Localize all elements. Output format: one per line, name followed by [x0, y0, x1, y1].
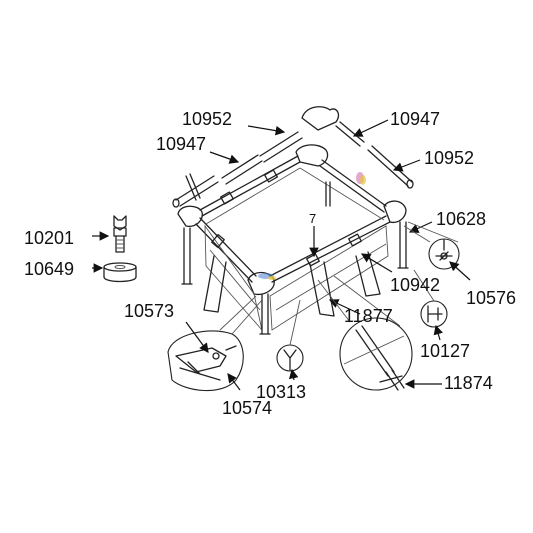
- label-10201: 10201: [24, 228, 75, 248]
- detail-lens-10576: [428, 238, 460, 270]
- seal-10649-drawing: [103, 262, 137, 283]
- label-10127: 10127: [420, 341, 471, 361]
- label-10313: 10313: [256, 382, 307, 402]
- label-10947-left: 10947: [156, 134, 207, 154]
- exploded-top-rails: [172, 106, 414, 208]
- detail-lens-11877: [339, 317, 413, 391]
- label-10574: 10574: [222, 398, 273, 418]
- label-11874: 11874: [444, 373, 493, 393]
- leader-lines: [92, 119, 471, 391]
- pool-frame: [177, 144, 409, 335]
- label-10573: 10573: [124, 301, 175, 321]
- label-10947-top: 10947: [390, 109, 441, 129]
- detail-lens-10127: [420, 300, 448, 328]
- valve-10201-drawing: [113, 215, 127, 253]
- detail-lens-10313: [276, 344, 304, 372]
- label-10649: 10649: [24, 259, 75, 279]
- label-10942: 10942: [390, 275, 441, 295]
- label-7: 7: [309, 211, 317, 226]
- label-10628: 10628: [436, 209, 487, 229]
- label-10952-top: 10952: [182, 109, 233, 129]
- label-10576: 10576: [466, 288, 517, 308]
- detail-lens-10573: [167, 330, 244, 392]
- label-11877: 11877: [344, 306, 393, 326]
- label-10952-right: 10952: [424, 148, 475, 168]
